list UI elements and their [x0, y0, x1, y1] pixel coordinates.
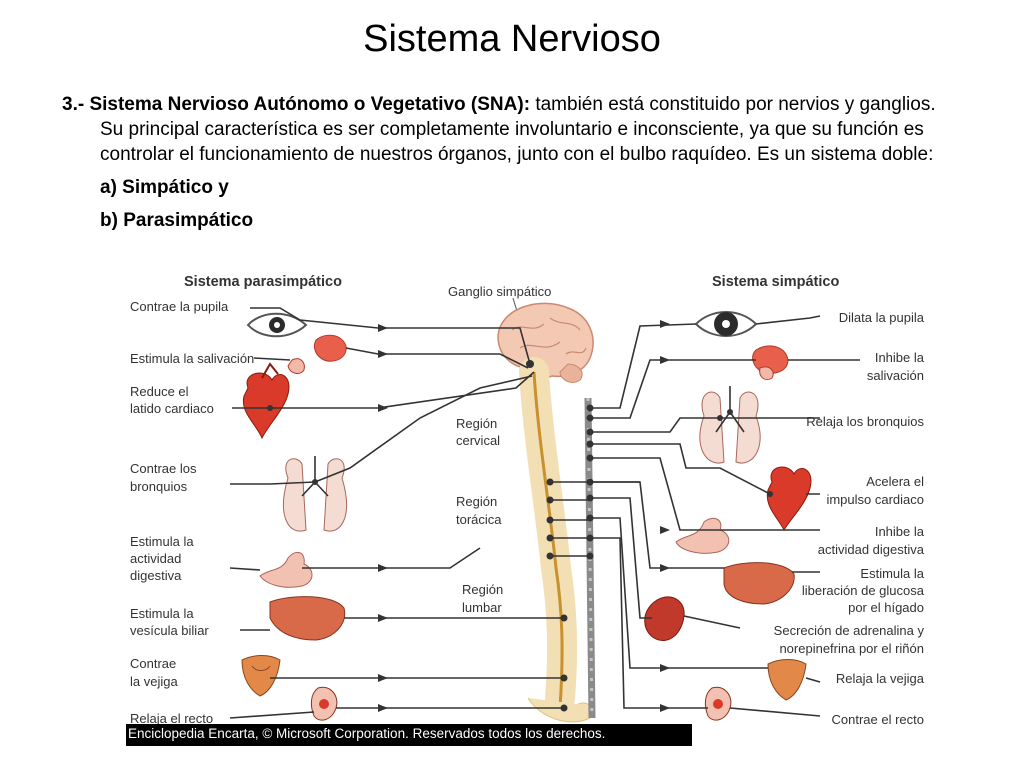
heading-parasympathetic: Sistema parasimpático: [184, 274, 342, 290]
right-label-salivation-1: Inhibe la: [875, 350, 925, 365]
liver-icon-right: [723, 562, 795, 605]
kidney-icon-right: [644, 596, 685, 641]
rectum-icon-right: [704, 686, 732, 721]
credit-bar: [126, 724, 692, 746]
spinal-column: [519, 357, 593, 723]
left-label-gallbladder-1: Estimula la: [130, 606, 194, 621]
list-item-parasympathetic: b) Parasimpático: [100, 210, 254, 231]
left-label-bladder-1: Contrae: [130, 656, 176, 671]
ganglion-label: Ganglio simpático: [448, 284, 551, 299]
left-label-pupil: Contrae la pupila: [130, 299, 229, 314]
right-label-bronchi: Relaja los bronquios: [806, 414, 924, 429]
heart-icon-left: [242, 362, 290, 440]
left-label-rectum: Relaja el recto: [130, 711, 213, 726]
right-label-salivation-2: salivación: [867, 368, 924, 383]
region-thoracic-line1: Región: [456, 494, 497, 509]
right-label-rectum: Contrae el recto: [832, 712, 925, 727]
left-label-bronchi-1: Contrae los: [130, 461, 197, 476]
heading-sympathetic: Sistema simpático: [712, 274, 839, 290]
rectum-icon-left: [310, 686, 338, 721]
paragraph-text: también está constituido por nervios y g…: [100, 94, 936, 165]
nervous-system-diagram: Sistema parasimpático Sistema simpático …: [120, 268, 930, 750]
right-label-pupil: Dilata la pupila: [839, 310, 925, 325]
region-lumbar-line1: Región: [462, 582, 503, 597]
lungs-icon-left: [283, 456, 347, 532]
eye-icon-right: [694, 311, 758, 337]
left-label-salivation: Estimula la salivación: [130, 351, 254, 366]
right-label-bladder: Relaja la vejiga: [836, 671, 925, 686]
sympathetic-pathways: [550, 315, 860, 717]
salivary-gland-icon-right: [752, 345, 789, 381]
right-label-digestive-1: Inhibe la: [875, 524, 925, 539]
bladder-icon-left: [241, 655, 281, 697]
sympathetic-arrows: [546, 320, 773, 712]
right-label-liver-2: liberación de glucosa: [802, 583, 925, 598]
parasympathetic-pathways: [229, 307, 564, 719]
list-item-sympathetic: a) Simpático y: [100, 177, 229, 198]
parasympathetic-labels: Contrae la pupila Estimula la salivación…: [130, 299, 254, 726]
left-label-gallbladder-2: vesícula biliar: [130, 623, 209, 638]
right-label-digestive-2: actividad digestiva: [818, 542, 925, 557]
description-paragraph: 3.- Sistema Nervioso Autónomo o Vegetati…: [62, 92, 962, 167]
left-label-bladder-2: la vejiga: [130, 674, 178, 689]
stomach-icon-right: [675, 517, 730, 554]
region-thoracic-line2: torácica: [456, 512, 502, 527]
right-label-kidney-1: Secreción de adrenalina y: [774, 623, 925, 638]
image-credit: Enciclopedia Encarta, © Microsoft Corpor…: [128, 726, 606, 741]
right-label-heart-1: Acelera el: [866, 474, 924, 489]
left-label-bronchi-2: bronquios: [130, 479, 188, 494]
left-label-heart-2: latido cardiaco: [130, 401, 214, 416]
region-cervical-line1: Región: [456, 416, 497, 431]
slide-body: 3.- Sistema Nervioso Autónomo o Vegetati…: [62, 92, 962, 233]
region-lumbar-line2: lumbar: [462, 600, 502, 615]
eye-icon: [246, 312, 308, 338]
salivary-gland-icon: [287, 334, 347, 374]
sympathetic-labels: Dilata la pupila Inhibe la salivación Re…: [774, 310, 925, 727]
left-label-digestive-3: digestiva: [130, 568, 182, 583]
parasympathetic-arrows: [267, 324, 568, 712]
slide-title: Sistema Nervioso: [363, 18, 661, 60]
right-label-liver-1: Estimula la: [860, 566, 924, 581]
liver-icon-left: [269, 596, 346, 641]
left-label-heart-1: Reduce el: [130, 384, 189, 399]
region-cervical-line2: cervical: [456, 433, 500, 448]
left-label-digestive-1: Estimula la: [130, 534, 194, 549]
left-label-digestive-2: actividad: [130, 551, 181, 566]
right-label-kidney-2: norepinefrina por el riñón: [779, 641, 924, 656]
stomach-icon-left: [259, 551, 313, 588]
right-label-liver-3: por el hígado: [848, 600, 924, 615]
bladder-icon-right: [767, 659, 807, 701]
right-label-heart-2: impulso cardiaco: [826, 492, 924, 507]
brain-illustration: [497, 302, 594, 383]
paragraph-heading: 3.- Sistema Nervioso Autónomo o Vegetati…: [62, 94, 531, 115]
lungs-icon-right: [699, 386, 761, 464]
